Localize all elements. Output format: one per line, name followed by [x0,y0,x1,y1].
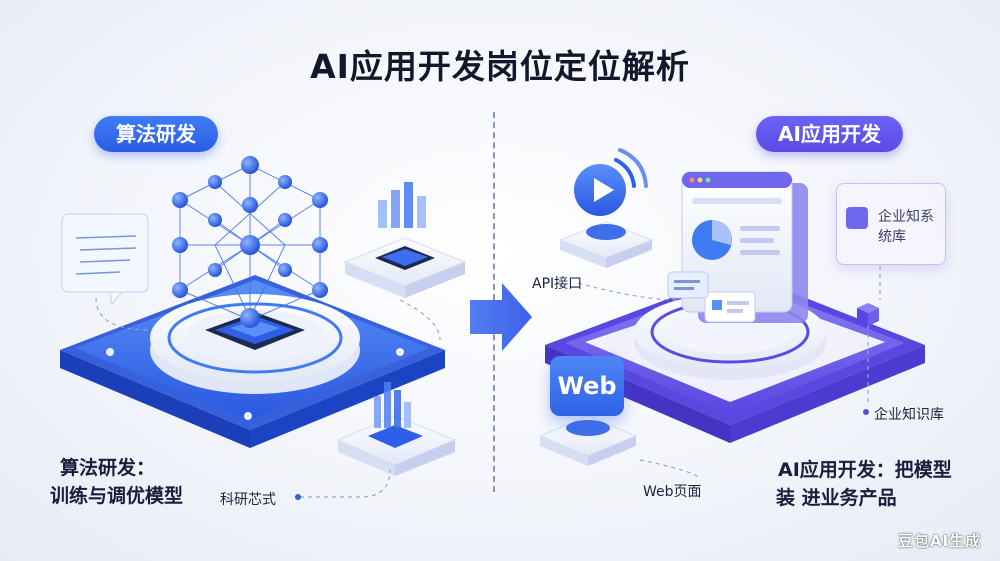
algorithm-desc-line2: 训练与调优模型 [50,485,184,507]
web-page-label: Web页面 [643,484,702,500]
algorithm-desc-line1: 算法研发： [60,457,156,479]
code-card [61,213,149,306]
right-connectors [577,266,881,479]
ai-app-desc-line2: 装 进业务产品 [776,487,897,509]
transition-arrow [470,283,532,351]
kb-label-dot [863,409,869,415]
left-connectors [95,297,441,498]
research-label: 科研芯式 [220,492,276,508]
knowledge-base-label: 企业知识库 [874,407,944,423]
neural-nodes [172,156,328,328]
chip-tile-research [336,382,457,476]
watermark: 豆包AI生成 [898,532,982,550]
knowledge-base-card [836,183,946,265]
chip-tile-chart [343,182,467,298]
api-tile [558,148,654,268]
research-label-dot [295,494,301,500]
knowledge-cube [857,303,879,326]
web-badge: Web [550,356,624,416]
ai-app-desc-line1: AI应用开发：把模型 [778,459,952,481]
algorithm-rd-pill: 算法研发 [94,116,218,152]
api-label: API接口 [532,276,583,292]
knowledge-base-card-text: 企业知系统库 [878,209,934,245]
ai-app-dev-pill: AI应用开发 [756,116,903,152]
left-platform [60,275,445,448]
knowledge-base-icon [846,207,868,229]
browser-window-graphic [667,171,808,323]
web-tile [538,415,638,466]
page-title: AI应用开发岗位定位解析 [310,47,690,86]
